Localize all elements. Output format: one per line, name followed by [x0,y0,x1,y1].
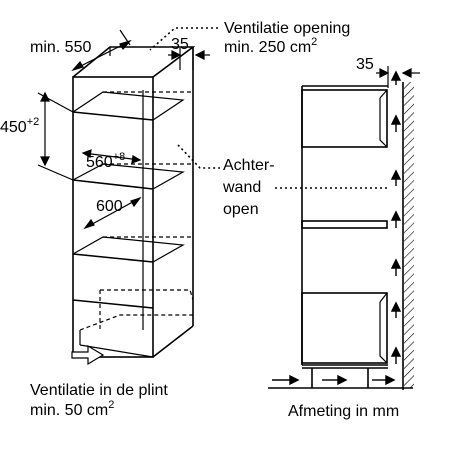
bottom-compartment [301,292,388,364]
plinth-vent-value: min. 50 cm2 [30,399,115,419]
cabinet-top-face [72,46,196,78]
plinth-line [79,344,154,358]
cabinet-front-frame [72,76,154,358]
back-wall-line-3: open [223,201,259,218]
back-wall-line-1: Achter- [223,157,275,174]
width-min-label: min. 550 [30,39,92,56]
inner-width-label: 560+8 [86,151,126,171]
depth-label: 600 [96,198,123,215]
back-wall-line-2: wand [223,179,262,196]
height-label: 450+2 [0,116,40,136]
shelf-front-2 [72,179,154,190]
inner-width-dimension-line [82,152,141,161]
depth-dimension-line [84,197,141,229]
plinth-vent-arrow-icon [71,344,105,366]
top-compartment [301,89,388,148]
wall-gap-label: 35 [356,56,374,73]
back-wall-leader [177,144,220,169]
vent-opening-value: min. 250 cm2 [224,36,318,56]
middle-shelf [301,220,388,229]
unit-note: Afmeting in mm [288,403,400,420]
vent-opening-title: Ventilatie opening [224,20,351,37]
depth-gap-label: 35 [171,36,189,53]
airflow-arrows [390,70,402,364]
shelf-front-1 [72,111,154,121]
shelf-front-4 [72,299,154,309]
plinth-vent-title: Ventilatie in de plint [30,382,168,399]
shelf-front-3 [72,253,154,263]
vent-opening-leader [149,27,218,51]
wall-hatching [404,82,414,388]
